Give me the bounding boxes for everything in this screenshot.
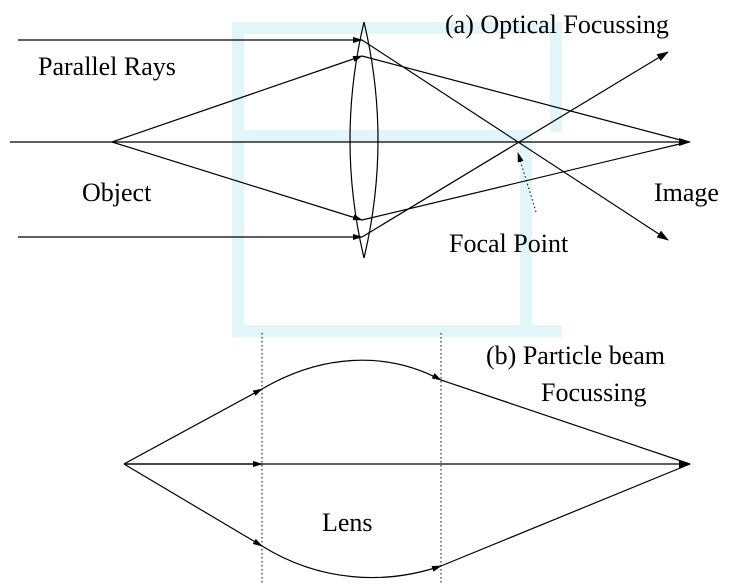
parallel-ray-bottom-refracted xyxy=(361,51,669,238)
title-b-line1: (b) Particle beam xyxy=(486,341,665,370)
beam-upper-in-lens xyxy=(261,359,442,390)
object-ray-lower-refracted xyxy=(361,141,689,221)
lens-right-arc xyxy=(363,21,379,259)
beam-lower-in-lens xyxy=(261,545,442,579)
optical-diagram: (a) Optical Focussing Parallel Rays Obje… xyxy=(10,10,719,259)
background-watermark xyxy=(232,22,562,337)
label-image: Image xyxy=(654,178,719,207)
label-lens: Lens xyxy=(322,508,373,537)
object-ray-lower xyxy=(111,141,363,221)
object-ray-upper xyxy=(111,55,363,143)
beam-upper-exit xyxy=(440,379,691,465)
beam-upper-entry xyxy=(123,388,263,465)
beam-lower-exit xyxy=(440,463,691,567)
object-ray-upper-refracted xyxy=(361,55,689,143)
label-focal-point: Focal Point xyxy=(449,229,569,258)
particle-beam-diagram: (b) Particle beam Focussing Lens xyxy=(123,333,691,585)
title-a: (a) Optical Focussing xyxy=(445,10,669,39)
label-parallel-rays: Parallel Rays xyxy=(38,52,176,81)
title-b-line2: Focussing xyxy=(541,378,646,407)
label-object: Object xyxy=(82,178,152,207)
lens-left-arc xyxy=(349,21,365,259)
beam-lower-entry xyxy=(123,463,263,547)
parallel-ray-top-refracted xyxy=(361,39,669,241)
